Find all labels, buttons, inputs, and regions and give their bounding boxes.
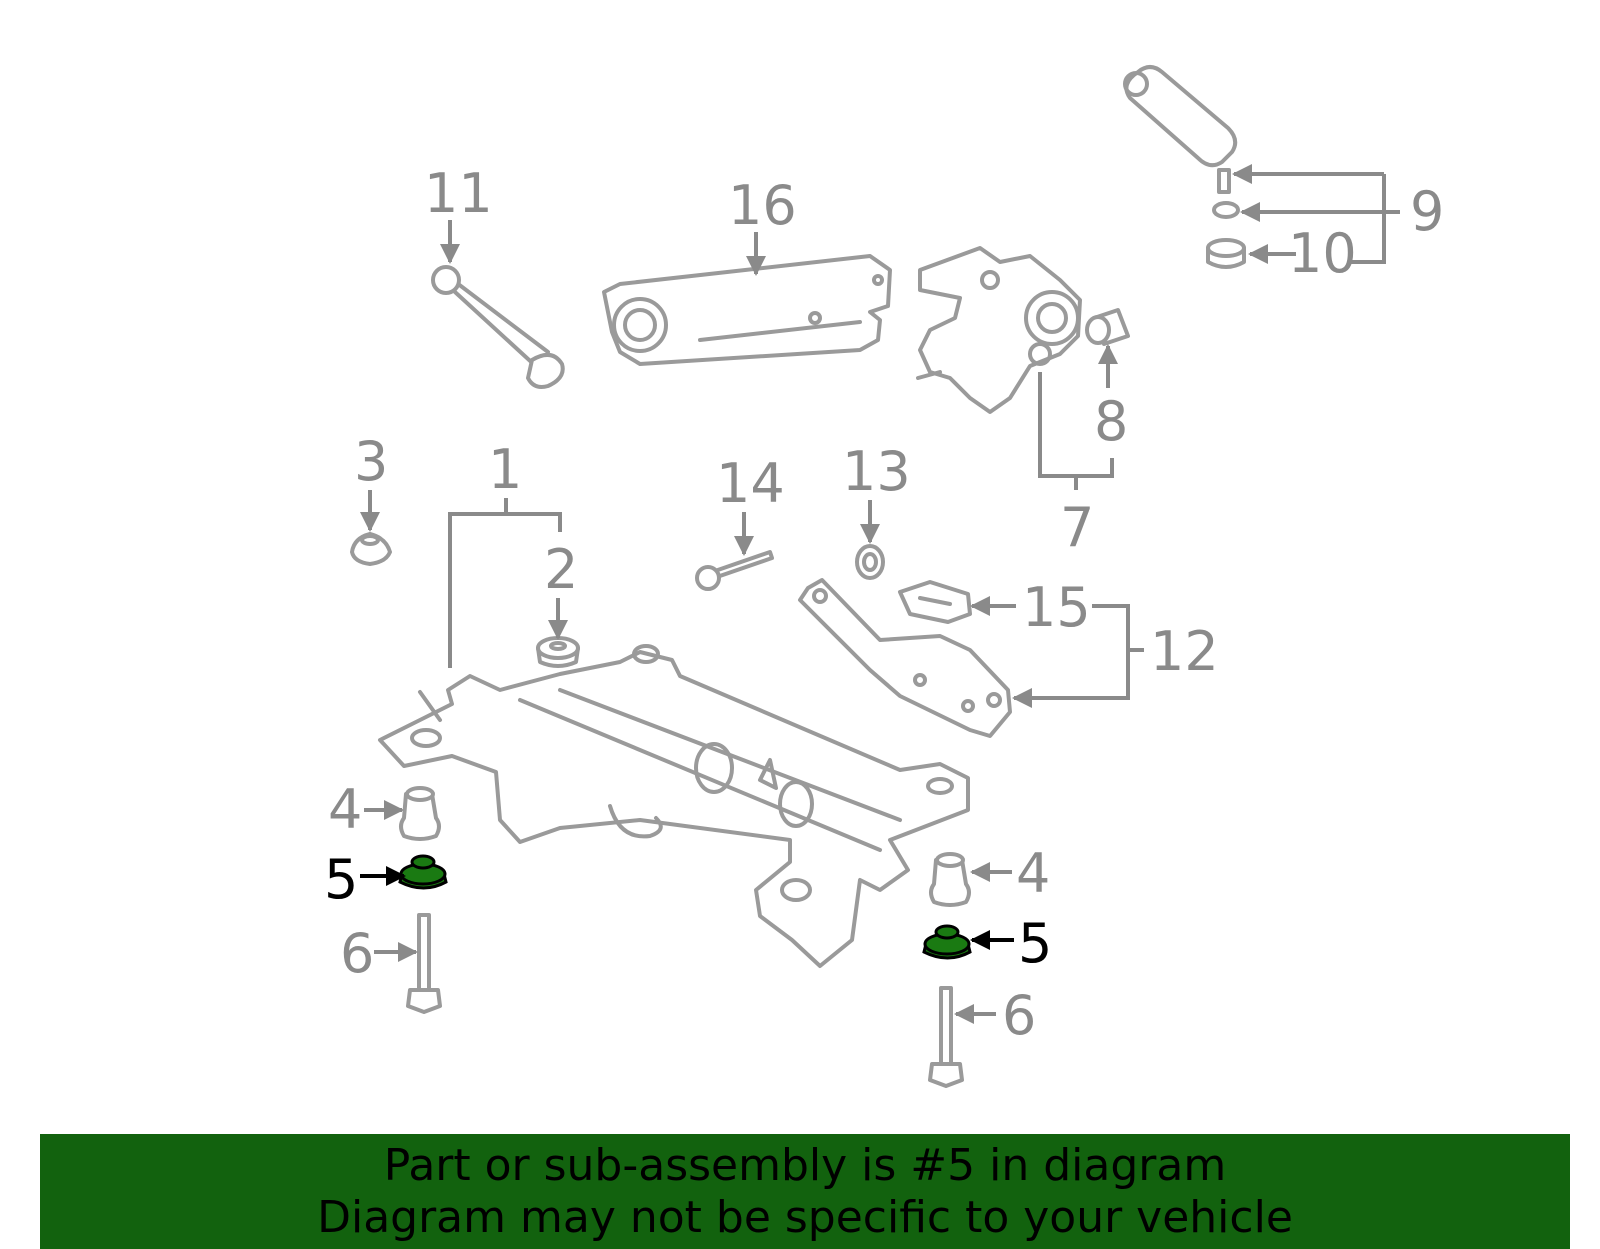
callout-16: 16 bbox=[728, 174, 797, 237]
callout-9: 9 bbox=[1410, 180, 1444, 243]
callout-7: 7 bbox=[1060, 496, 1094, 559]
part-9-washer bbox=[1212, 201, 1240, 219]
callout-15: 15 bbox=[1022, 576, 1091, 639]
callout-5-left: 5 bbox=[324, 848, 358, 911]
callout-1: 1 bbox=[488, 438, 522, 501]
callout-8: 8 bbox=[1094, 390, 1128, 453]
leader-lines bbox=[360, 164, 1400, 1024]
callout-11: 11 bbox=[424, 162, 493, 225]
notice-banner: Part or sub-assembly is #5 in diagram Di… bbox=[40, 1134, 1570, 1249]
callout-2: 2 bbox=[544, 538, 578, 601]
callout-12: 12 bbox=[1150, 620, 1219, 683]
callout-13: 13 bbox=[842, 440, 911, 503]
banner-line-part: Part or sub-assembly is #5 in diagram bbox=[383, 1139, 1227, 1191]
part-15-bracket bbox=[898, 580, 972, 624]
part-10-bushing bbox=[1206, 238, 1246, 269]
callout-6-left: 6 bbox=[340, 922, 374, 985]
callout-6-right: 6 bbox=[1002, 984, 1036, 1047]
part-11-lateral-link bbox=[431, 265, 565, 389]
part-6-bolt-right bbox=[928, 986, 964, 1088]
part-14-bolt bbox=[695, 550, 774, 591]
part-5-bushing-left bbox=[398, 854, 448, 890]
part-9-link-arm bbox=[1123, 65, 1238, 194]
part-4-bushing-left bbox=[399, 786, 441, 841]
part-6-bolt-left bbox=[406, 913, 442, 1014]
part-8-bushing bbox=[1085, 308, 1130, 346]
callout-4-right: 4 bbox=[1016, 842, 1050, 905]
part-2-bushing bbox=[536, 636, 580, 668]
callout-4-left: 4 bbox=[328, 778, 362, 841]
part-16-trailing-arm bbox=[602, 254, 892, 366]
parts-diagram: 11 16 9 10 8 7 3 1 2 14 13 15 12 4 4 5 5… bbox=[324, 65, 1444, 1088]
callout-labels: 11 16 9 10 8 7 3 1 2 14 13 15 12 4 4 5 5… bbox=[324, 162, 1444, 1047]
part-13-washer bbox=[855, 544, 885, 580]
callout-14: 14 bbox=[716, 452, 785, 515]
banner-line-disclaimer: Diagram may not be specific to your vehi… bbox=[317, 1191, 1293, 1243]
part-4-bushing-right bbox=[929, 852, 971, 907]
part-3-cap bbox=[350, 532, 392, 566]
part-1-subframe bbox=[378, 644, 970, 968]
part-7-knuckle bbox=[916, 246, 1082, 414]
part-5-bushing-right bbox=[922, 924, 972, 960]
part-12-control-arm bbox=[798, 578, 1012, 738]
callout-3: 3 bbox=[354, 430, 388, 493]
callout-10: 10 bbox=[1288, 222, 1357, 285]
callout-5-right: 5 bbox=[1018, 912, 1052, 975]
